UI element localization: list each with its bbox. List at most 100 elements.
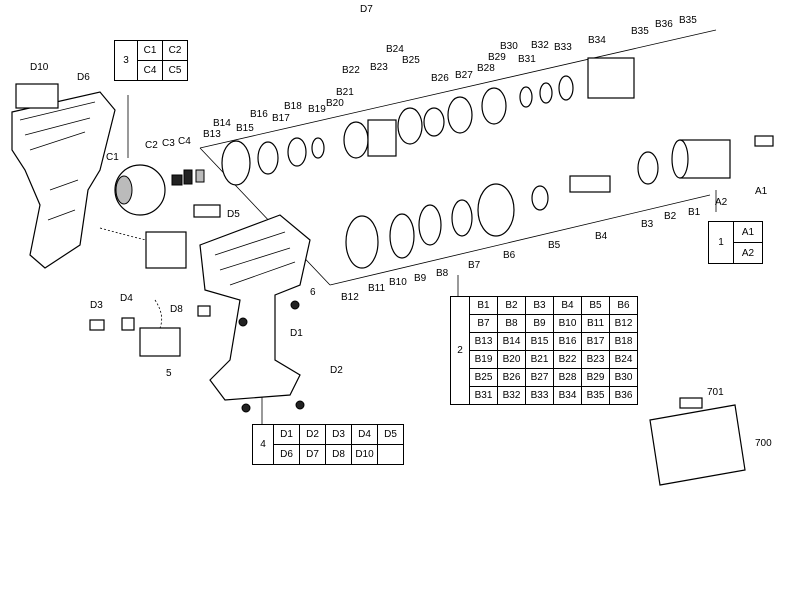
callout-b3: B3 xyxy=(641,219,654,230)
table-cell: B13 xyxy=(469,332,498,351)
table-cell: D7 xyxy=(299,444,326,465)
table-cell: B25 xyxy=(469,368,498,387)
table-cell: B28 xyxy=(553,368,582,387)
table-cell: B23 xyxy=(581,350,610,369)
callout-b27: B27 xyxy=(455,70,473,81)
callout-b31: B31 xyxy=(518,54,536,65)
table-cell xyxy=(377,444,404,465)
table-cell: B26 xyxy=(497,368,526,387)
table-cell: D3 xyxy=(325,424,352,445)
label-plate xyxy=(15,83,59,109)
table-cell: A2 xyxy=(733,242,763,264)
screw-d3 xyxy=(89,319,105,331)
callout-b7: B7 xyxy=(468,260,481,271)
table-cell: B14 xyxy=(497,332,526,351)
callout-b16: B16 xyxy=(250,109,268,120)
table-cell: B17 xyxy=(581,332,610,351)
spring-part xyxy=(195,169,205,183)
table-cell: B31 xyxy=(469,386,498,405)
callout-b25: B25 xyxy=(402,55,420,66)
brush-part xyxy=(171,174,183,186)
pad-d8 xyxy=(197,305,211,317)
callout-d10: D10 xyxy=(30,62,49,73)
table-cell: C5 xyxy=(162,60,188,81)
table-cell: B22 xyxy=(553,350,582,369)
table-a-number: 1 xyxy=(708,221,734,264)
table-cell: B10 xyxy=(553,314,582,333)
callout-d4: D4 xyxy=(120,293,133,304)
callout-b17: B17 xyxy=(272,113,290,124)
table-cell: B9 xyxy=(525,314,554,333)
table-cell: D8 xyxy=(325,444,352,465)
callout-b12: B12 xyxy=(341,292,359,303)
table-cell: B11 xyxy=(581,314,610,333)
table-cell: B5 xyxy=(581,296,610,315)
table-cell: B36 xyxy=(609,386,638,405)
table-cell: B3 xyxy=(525,296,554,315)
callout-b34: B34 xyxy=(588,35,606,46)
battery-contact xyxy=(139,327,181,357)
table-cell: D1 xyxy=(273,424,300,445)
table-cell: B21 xyxy=(525,350,554,369)
parts-table-a: 1 A1 A2 xyxy=(708,221,763,264)
callout-5: 5 xyxy=(166,368,172,379)
callout-701: 701 xyxy=(707,387,724,398)
motor xyxy=(114,164,166,216)
callout-b13: B13 xyxy=(203,129,221,140)
table-cell: B6 xyxy=(609,296,638,315)
parts-table-b: 2 B1 B2 B3 B4 B5 B6 B7 B8 B9 B10 B11 B12… xyxy=(450,296,638,405)
table-b-number: 2 xyxy=(450,296,470,405)
table-cell: B35 xyxy=(581,386,610,405)
brush-holder xyxy=(183,169,193,185)
callout-b30: B30 xyxy=(500,41,518,52)
callout-6: 6 xyxy=(310,287,316,298)
callout-b33: B33 xyxy=(554,42,572,53)
parts-table-d: 4 D1 D2 D3 D4 D5 D6 D7 D8 D10 xyxy=(252,424,404,465)
callout-c3: C3 xyxy=(162,138,175,149)
table-cell: B15 xyxy=(525,332,554,351)
table-cell: B7 xyxy=(469,314,498,333)
screw-d1b xyxy=(238,317,248,327)
callout-c4: C4 xyxy=(178,136,191,147)
table-d-number: 4 xyxy=(252,424,274,465)
table-cell: B18 xyxy=(609,332,638,351)
callout-b35-a: B35 xyxy=(631,26,649,37)
table-cell: B24 xyxy=(609,350,638,369)
callout-b23: B23 xyxy=(370,62,388,73)
table-cell: D2 xyxy=(299,424,326,445)
callout-b5: B5 xyxy=(548,240,561,251)
callout-b21: B21 xyxy=(336,87,354,98)
table-cell: B30 xyxy=(609,368,638,387)
housing-right-half xyxy=(199,214,311,401)
callout-b14: B14 xyxy=(213,118,231,129)
callout-b28: B28 xyxy=(477,63,495,74)
gear-train-upper xyxy=(221,57,635,186)
callout-b29: B29 xyxy=(488,52,506,63)
table-cell: B1 xyxy=(469,296,498,315)
switch-assembly xyxy=(145,231,187,269)
table-cell: D6 xyxy=(273,444,300,465)
screw-d2b xyxy=(241,403,251,413)
callout-a1: A1 xyxy=(755,186,768,197)
callout-d3: D3 xyxy=(90,300,103,311)
callout-c2: C2 xyxy=(145,140,158,151)
table-cell: B4 xyxy=(553,296,582,315)
callout-d1: D1 xyxy=(290,328,303,339)
table-cell: B20 xyxy=(497,350,526,369)
callout-b26: B26 xyxy=(431,73,449,84)
table-cell: D5 xyxy=(377,424,404,445)
carrying-case xyxy=(649,397,746,486)
table-cell: B34 xyxy=(553,386,582,405)
table-cell: B2 xyxy=(497,296,526,315)
callout-b8: B8 xyxy=(436,268,449,279)
callout-b9: B9 xyxy=(414,273,427,284)
callout-d7: D7 xyxy=(360,4,373,15)
table-cell: D4 xyxy=(351,424,378,445)
table-cell: C1 xyxy=(137,40,163,61)
callout-b10: B10 xyxy=(389,277,407,288)
callout-a2: A2 xyxy=(715,197,728,208)
callout-d2: D2 xyxy=(330,365,343,376)
callout-b2: B2 xyxy=(664,211,677,222)
table-cell: A1 xyxy=(733,221,763,243)
